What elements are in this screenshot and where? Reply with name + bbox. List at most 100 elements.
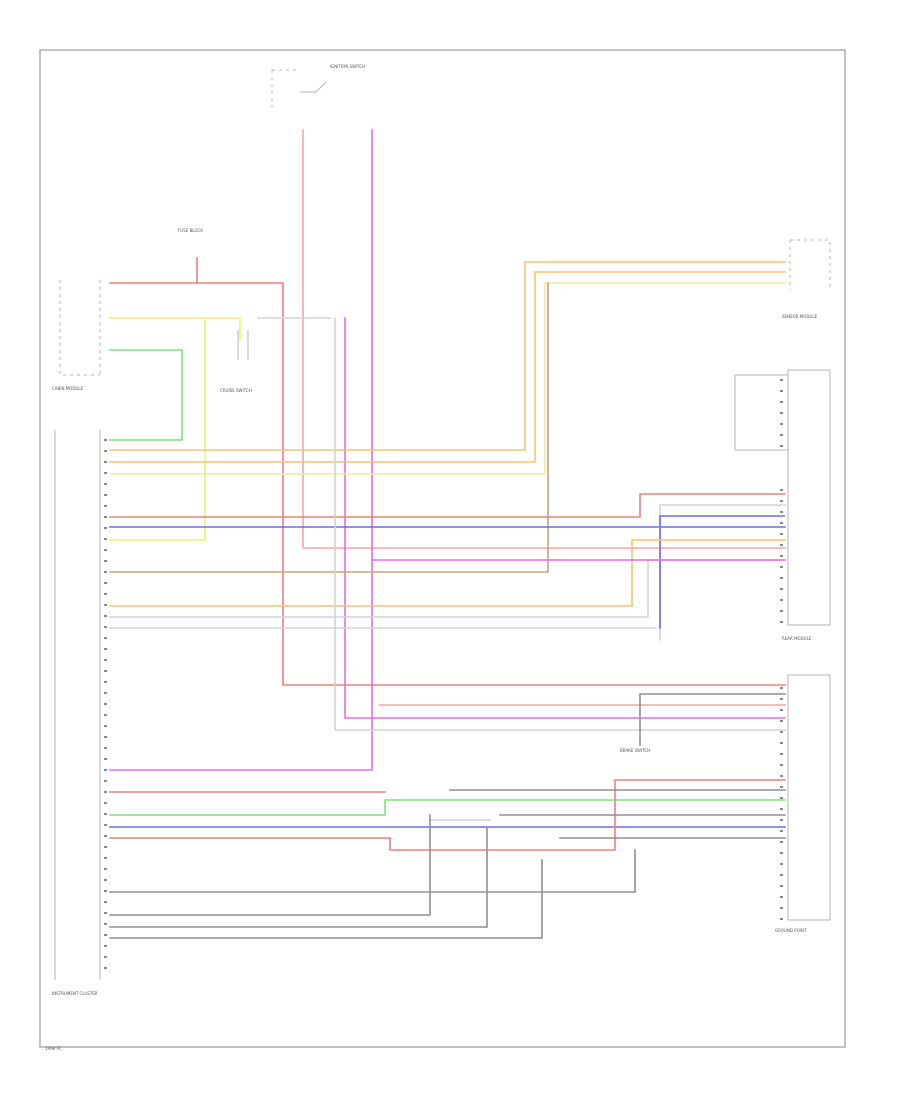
connector-pin [104,714,107,716]
wire-cabin-yellow-top [109,317,241,341]
ignition-switch-label: IGNITION SWITCH [330,64,365,69]
connector-pin-right [780,379,783,381]
sensor-module-label: SENSOR MODULE [782,314,818,319]
cruise-switch-label: CRUISE SWITCH [220,388,252,393]
connector-pin [104,791,107,793]
wire-tan-lower [109,282,549,573]
connector-pin [104,967,107,969]
wire-gray-module [659,504,786,641]
connector-pin-right [780,621,783,623]
connector-pin [104,593,107,595]
wire-ignition-pink [302,129,786,549]
connector-pin-right [780,577,783,579]
fuse-block-label: FUSE BLOCK [178,228,203,233]
cruise-switch-mark [237,330,249,360]
connector-pin-right [780,819,783,821]
connector-pin [104,516,107,518]
connector-pin [104,890,107,892]
connector-pins [104,379,783,969]
cabin-module-label: CABIN MODULE [52,386,84,391]
ignition-switch-contact [300,81,327,93]
wire-gray-brake [639,693,786,746]
connector-pin-right [780,522,783,524]
connector-pin-right [780,401,783,403]
wire-ignition-violet [109,129,373,771]
connector-pin-right [780,698,783,700]
connector-pin-right [780,566,783,568]
connector-pin [104,615,107,617]
connector-pin [104,461,107,463]
ground-point-label: GROUND POINT [775,928,807,933]
wire-yellow-loop [109,317,206,541]
wire-orange-sensor-2 [109,271,786,463]
connector-pin-right [780,445,783,447]
wire-orange-sensor-1 [109,261,786,451]
connector-pin-right [780,588,783,590]
right-module-bottom-outline [787,674,831,921]
connector-pin [104,527,107,529]
connector-pin-right [780,896,783,898]
connector-pin [104,879,107,881]
connector-pin-right [780,489,783,491]
connector-pin [104,868,107,870]
connector-pin [104,549,107,551]
connector-pin [104,824,107,826]
connector-pin [104,736,107,738]
connector-pin-right [780,599,783,601]
wire-orange-cluster [109,539,786,607]
diagram-frame [39,49,846,1048]
connector-pin-right [780,852,783,854]
connector-pin [104,538,107,540]
connector-pin [104,934,107,936]
connector-pin-right [780,797,783,799]
connector-pin-right [780,830,783,832]
connector-pin-right [780,390,783,392]
connector-pin [104,835,107,837]
connector-pin-right [780,687,783,689]
connector-pin [104,725,107,727]
connector-pin [104,571,107,573]
wire-gray-bottom-1 [109,849,636,893]
connector-pin [104,582,107,584]
connector-pin [104,747,107,749]
connector-pin [104,626,107,628]
connector-pin-right [780,874,783,876]
instrument-cluster-label: INSTRUMENT CLUSTER [52,991,98,996]
connector-pin-right [780,753,783,755]
connector-pin [104,758,107,760]
right-module-middle-outline [787,369,831,626]
connector-pin-right [780,918,783,920]
wire-tan-sensor-3 [109,282,786,475]
connector-pin-right [780,533,783,535]
connector-pin [104,956,107,958]
connector-pin-right [780,775,783,777]
wire-paths [109,129,786,939]
footer-code: 1998 PC [45,1046,62,1051]
connector-pin-right [780,412,783,414]
connector-pin-right [780,500,783,502]
wire-green-loop [109,349,183,441]
connector-pin [104,901,107,903]
connector-pin [104,604,107,606]
wire-cabin-to-rear-red [109,282,786,686]
right-module-top-outline [789,239,831,290]
connector-pin-right [780,764,783,766]
connector-pin [104,494,107,496]
connector-pin-right [780,731,783,733]
connector-pin [104,670,107,672]
connector-pin-right [780,863,783,865]
ignition-switch-outline [271,69,300,110]
connector-pin [104,681,107,683]
connector-pin [104,637,107,639]
connector-pin [104,846,107,848]
connector-pin [104,945,107,947]
connector-pin-right [780,544,783,546]
wire-blue-branch [659,515,785,629]
left-module-top-outline [59,280,101,376]
connector-pin [104,439,107,441]
connector-pin [104,505,107,507]
connector-pin [104,450,107,452]
connector-pin [104,703,107,705]
left-module-bottom-outline [54,430,101,980]
